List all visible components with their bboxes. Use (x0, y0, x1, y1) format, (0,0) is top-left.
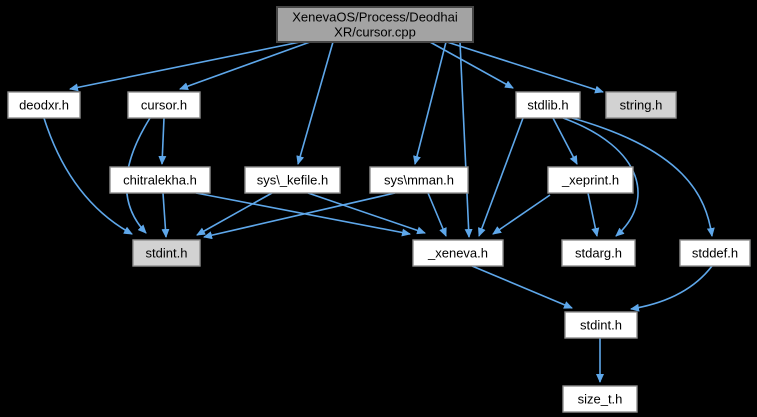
edge-cursor_cpp-to-deodxr (69, 41, 301, 92)
node-label-cursor_cpp-line1: XenevaOS/Process/Deodhai (292, 10, 458, 25)
edge-sys_kefile-to-stdint_a (196, 192, 273, 236)
edge-sys_mman-to-stdint_a (203, 192, 396, 240)
node-stdint_b[interactable]: stdint.h (564, 311, 638, 339)
node-xeneva[interactable]: _xeneva.h (412, 239, 504, 267)
edge-stdlib-to-xeprint (552, 117, 578, 165)
edge-cursor_cpp-to-xeneva (459, 41, 473, 238)
node-label-stdint_b: stdint.h (580, 318, 622, 333)
node-box-cursor_cpp (276, 6, 474, 43)
node-label-xeneva: _xeneva.h (427, 246, 488, 261)
node-size_t[interactable]: size_t.h (562, 385, 638, 413)
node-sys_mman[interactable]: sys\mman.h (369, 166, 469, 194)
node-stdint_a: stdint.h (132, 239, 201, 267)
edge-xeneva-to-stdint_b (471, 265, 573, 309)
edge-deodxr-to-stdint_a (43, 117, 133, 235)
node-box-sys_mman[interactable] (369, 166, 469, 194)
node-box-stddef[interactable] (679, 239, 751, 267)
edge-xeprint-to-stdarg (587, 192, 600, 237)
edge-cursor_cpp-to-sys_kefile (296, 41, 334, 165)
edge-cursor_cpp-to-stdlib (429, 41, 514, 89)
node-chitralekha[interactable]: chitralekha.h (109, 166, 211, 194)
node-box-stdint_b[interactable] (564, 311, 638, 339)
node-box-cursor_h[interactable] (127, 91, 201, 119)
edge-sys_kefile-to-xeneva (307, 192, 426, 235)
node-box-stdlib[interactable] (515, 91, 581, 119)
node-label-string: string.h (620, 98, 663, 113)
node-box-string (605, 91, 677, 119)
node-deodxr[interactable]: deodxr.h (7, 91, 81, 119)
node-xeprint[interactable]: _xeprint.h (547, 166, 634, 194)
edge-cursor_h-to-chitralekha (158, 117, 167, 165)
node-box-chitralekha[interactable] (109, 166, 211, 194)
node-box-xeneva[interactable] (412, 239, 504, 267)
node-stddef[interactable]: stddef.h (679, 239, 751, 267)
node-string: string.h (605, 91, 677, 119)
edge-cursor_cpp-to-sys_mman (413, 41, 447, 165)
edge-chitralekha-to-stdint_a (161, 192, 170, 238)
edge-stddef-to-stdint_b (630, 265, 713, 312)
edge-stdlib-to-xeneva (478, 117, 524, 237)
node-label-size_t: size_t.h (578, 392, 623, 407)
node-label-cursor_cpp-line2: XR/cursor.cpp (334, 25, 416, 40)
node-label-sys_kefile: sys\_kefile.h (257, 173, 329, 188)
node-label-xeprint: _xeprint.h (561, 173, 619, 188)
edge-stdlib-to-stddef (571, 117, 715, 237)
node-box-stdarg[interactable] (561, 239, 636, 267)
node-box-stdint_a (132, 239, 201, 267)
node-label-sys_mman: sys\mman.h (384, 173, 454, 188)
node-label-cursor_h: cursor.h (141, 98, 187, 113)
node-sys_kefile[interactable]: sys\_kefile.h (244, 166, 341, 194)
edge-sys_mman-to-xeneva (427, 192, 447, 237)
edge-cursor_cpp-to-string (446, 41, 604, 94)
node-box-sys_kefile[interactable] (244, 166, 341, 194)
node-stdlib[interactable]: stdlib.h (515, 91, 581, 119)
node-label-chitralekha: chitralekha.h (123, 173, 197, 188)
node-box-xeprint[interactable] (547, 166, 634, 194)
node-cursor_h[interactable]: cursor.h (127, 91, 201, 119)
node-label-stddef: stddef.h (692, 246, 738, 261)
edge-cursor_cpp-to-cursor_h (179, 41, 311, 91)
node-label-stdarg: stdarg.h (575, 246, 622, 261)
node-box-deodxr[interactable] (7, 91, 81, 119)
node-stdarg[interactable]: stdarg.h (561, 239, 636, 267)
edge-stdlib-to-stdarg (562, 117, 639, 237)
node-label-deodxr: deodxr.h (19, 98, 69, 113)
node-box-size_t[interactable] (562, 385, 638, 413)
node-label-stdlib: stdlib.h (527, 98, 568, 113)
node-label-stdint_a: stdint.h (146, 246, 188, 261)
edge-xeprint-to-xeneva (492, 194, 551, 235)
